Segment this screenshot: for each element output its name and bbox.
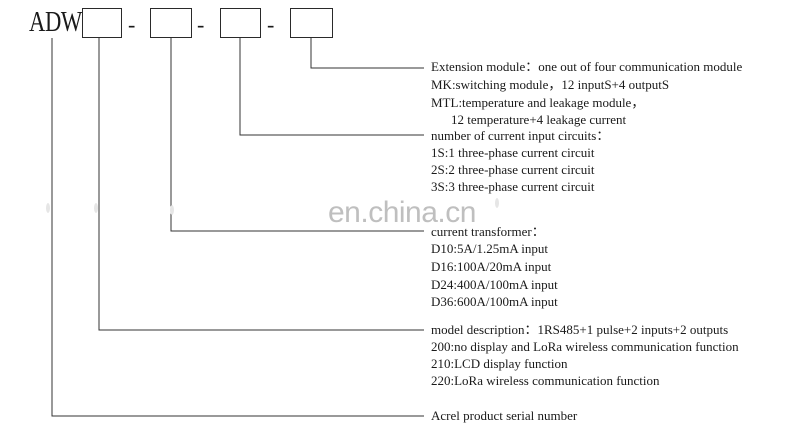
connector-transformer bbox=[170, 38, 424, 232]
faint-mark-2 bbox=[94, 203, 98, 213]
faint-mark-4 bbox=[495, 198, 499, 208]
circuits-title: number of current input circuits： bbox=[431, 128, 610, 143]
extension-line: 12 temperature+4 leakage current bbox=[451, 112, 627, 127]
transformer-line: D10:5A/1.25mA input bbox=[431, 241, 549, 256]
separator-2: - bbox=[197, 12, 205, 37]
model-prefix: ADW bbox=[29, 6, 82, 38]
description-line: 220:LoRa wireless communication function bbox=[431, 373, 660, 388]
watermark: en.china.cn bbox=[328, 196, 476, 229]
code-box-extension bbox=[290, 8, 333, 38]
code-box-description bbox=[82, 8, 122, 38]
code-box-transformer bbox=[150, 8, 192, 38]
connector-circuits bbox=[239, 38, 424, 136]
circuits-line: 1S:1 three-phase current circuit bbox=[431, 145, 595, 160]
description-title: model description：1RS485+1 pulse+2 input… bbox=[431, 322, 729, 337]
separator-1: - bbox=[128, 12, 136, 37]
extension-line: MK:switching module，12 inputS+4 outputS bbox=[431, 77, 670, 92]
description-line: 210:LCD display function bbox=[431, 356, 568, 371]
code-box-circuits bbox=[220, 8, 261, 38]
separator-3: - bbox=[267, 12, 275, 37]
faint-mark-3 bbox=[170, 205, 174, 215]
serial-title: Acrel product serial number bbox=[431, 408, 578, 423]
connector-description bbox=[98, 38, 424, 331]
description-line: 200:no display and LoRa wireless communi… bbox=[431, 339, 739, 354]
circuits-line: 2S:2 three-phase current circuit bbox=[431, 162, 595, 177]
transformer-line: D16:100A/20mA input bbox=[431, 259, 552, 274]
transformer-line: D24:400A/100mA input bbox=[431, 277, 558, 292]
extension-line: MTL:temperature and leakage module， bbox=[431, 95, 645, 110]
connector-extension bbox=[310, 38, 424, 69]
transformer-title: current transformer： bbox=[431, 224, 545, 239]
faint-mark-1 bbox=[46, 203, 50, 213]
extension-title: Extension module：one out of four communi… bbox=[431, 59, 743, 74]
transformer-line: D36:600A/100mA input bbox=[431, 294, 558, 309]
connector-serial bbox=[51, 38, 424, 417]
circuits-line: 3S:3 three-phase current circuit bbox=[431, 179, 595, 194]
